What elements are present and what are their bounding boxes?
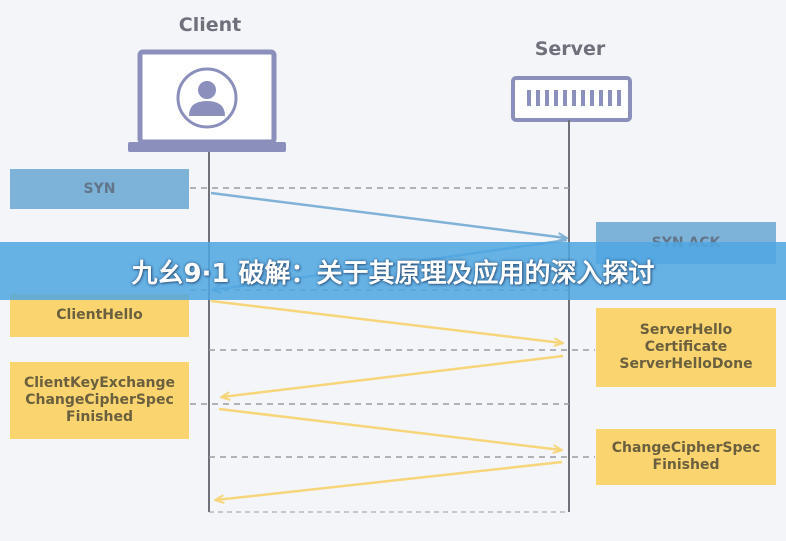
msg-line: ChangeCipherSpec: [25, 392, 174, 408]
user-avatar-icon: [176, 67, 238, 129]
msg-line: ClientHello: [56, 307, 143, 323]
msg-change-cipher-spec: ChangeCipherSpec Finished: [596, 429, 776, 485]
msg-syn: SYN: [10, 169, 189, 209]
arrow-server-hello: [222, 354, 564, 397]
msg-line: ServerHello: [639, 322, 733, 338]
msg-line: Finished: [66, 409, 133, 425]
arrow-client-key-exchange: [218, 407, 561, 450]
server-title: Server: [534, 38, 606, 60]
msg-line: ChangeCipherSpec: [611, 440, 761, 456]
server-rack-icon: [511, 76, 632, 122]
arrow-change-cipher-spec: [216, 460, 563, 500]
msg-line: Certificate: [644, 339, 728, 355]
msg-line: ServerHelloDone: [619, 356, 753, 372]
arrow-syn: [210, 191, 566, 238]
banner-text: 九幺9·1 破解：关于其原理及应用的深入探讨: [131, 258, 655, 289]
msg-line: SYN: [83, 180, 116, 197]
msg-line: Finished: [652, 457, 720, 473]
msg-server-hello: ServerHello Certificate ServerHelloDone: [596, 308, 776, 387]
client-title: Client: [178, 14, 242, 36]
arrow-client-hello: [210, 299, 562, 343]
msg-client-key-exchange: ClientKeyExchange ChangeCipherSpec Finis…: [10, 362, 189, 439]
title-banner: 九幺9·1 破解：关于其原理及应用的深入探讨: [0, 242, 786, 300]
msg-client-hello: ClientHello: [10, 294, 189, 337]
msg-line: ClientKeyExchange: [23, 375, 176, 391]
